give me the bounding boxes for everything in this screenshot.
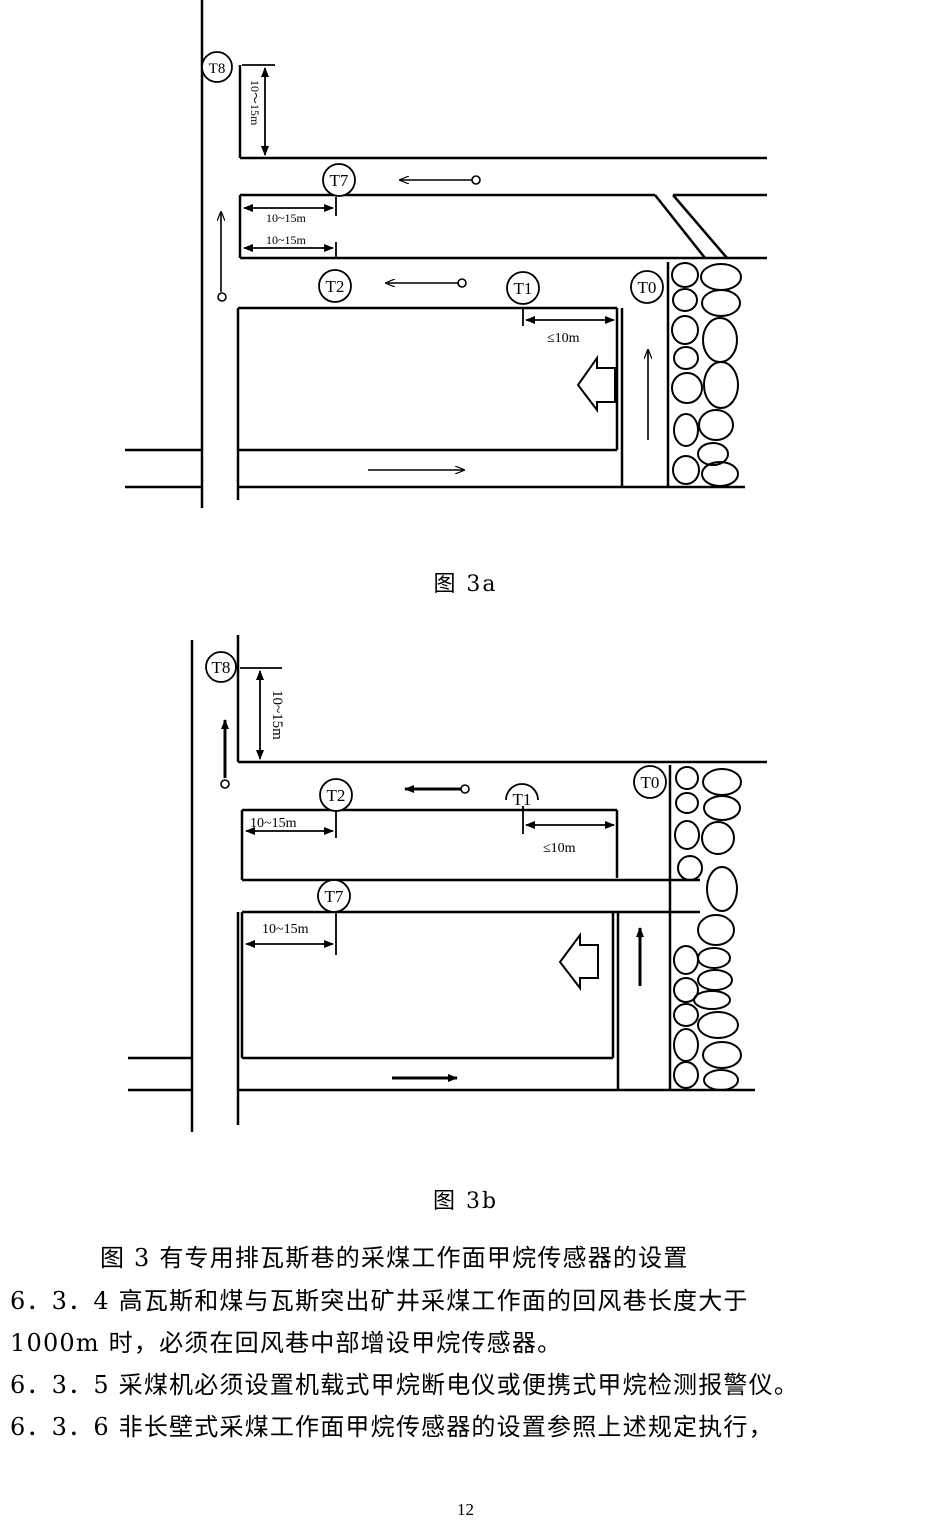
gob-stones-3b (673, 766, 742, 1091)
roadway-lines-3b (128, 635, 767, 1132)
dimension-labels-3b: 10~15m 10~15m ≤10m 10~15m (250, 690, 576, 937)
svg-text:T8: T8 (212, 658, 231, 677)
figure-3b: 10~15m 10~15m ≤10m 10~15m T8 T2 T1 T0 T7 (128, 635, 767, 1132)
dimension-labels-3a: 10～15m 10~15m 10~15m ≤10m (248, 80, 580, 346)
svg-text:T1: T1 (514, 279, 533, 298)
sensor-t2: T2 (319, 778, 353, 812)
svg-text:T0: T0 (638, 278, 657, 297)
sensor-t0: T0 (630, 270, 664, 304)
sensors-3a: T8 T7 T2 T1 T0 (201, 51, 664, 305)
sensor-t1: T1 (505, 783, 539, 809)
sensors-3b: T8 T2 T1 T0 T7 (205, 651, 667, 913)
dimension-lines-3a (242, 64, 615, 326)
svg-text:T1: T1 (513, 790, 532, 809)
svg-text:T2: T2 (327, 786, 346, 805)
dim-t8-label: 10~15m (269, 690, 285, 740)
figure-3a-caption: 图 3a (433, 572, 498, 597)
dim-t1-label: ≤10m (547, 331, 580, 346)
dimension-lines-3b (240, 667, 615, 955)
figure-3b-caption: 图 3b (432, 1189, 499, 1214)
roadway-lines-3a (125, 0, 767, 508)
dim-t2-label: 10~15m (250, 816, 297, 831)
svg-text:T2: T2 (326, 277, 345, 296)
sensor-t0: T0 (633, 765, 667, 799)
figure-title: 图 3 有专用排瓦斯巷的采煤工作面甲烷传感器的设置 (100, 1244, 689, 1272)
svg-text:T7: T7 (325, 887, 344, 906)
dim-t1-label: ≤10m (543, 841, 576, 856)
dim-t8-label: 10～15m (248, 80, 262, 126)
figure-3a: 10～15m 10~15m 10~15m ≤10m T8 T7 T2 T1 T0 (125, 0, 767, 508)
sensor-t1: T1 (506, 271, 540, 305)
dim-t7-label: 10~15m (266, 211, 306, 225)
sensor-t7: T7 (317, 879, 351, 913)
svg-text:T7: T7 (330, 171, 349, 190)
clause-6-3-6: 6．3．6 非长壁式采煤工作面甲烷传感器的设置参照上述规定执行， (10, 1413, 774, 1441)
svg-text:T8: T8 (209, 61, 226, 77)
sensor-t7: T7 (322, 163, 356, 197)
sensor-t8: T8 (201, 51, 233, 83)
dim-t2-label: 10~15m (266, 233, 306, 247)
clause-6-3-5: 6．3．5 采煤机必须设置机载式甲烷断电仪或便携式甲烷检测报警仪。 (10, 1371, 800, 1399)
airflow-arrows-3b (220, 719, 644, 1082)
page-number: 12 (457, 1500, 474, 1519)
clause-6-3-4-line2: 1000m 时，必须在回风巷中部增设甲烷传感器。 (10, 1329, 563, 1357)
sensor-t8: T8 (205, 651, 237, 683)
svg-text:T0: T0 (641, 773, 660, 792)
clause-6-3-4-line1: 6．3．4 高瓦斯和煤与瓦斯突出矿井采煤工作面的回风巷长度大于 (10, 1287, 749, 1315)
dim-t7-label: 10~15m (262, 922, 309, 937)
gob-stones-3a (671, 262, 742, 487)
airflow-arrows-3a (218, 175, 648, 470)
sensor-t2: T2 (318, 269, 352, 303)
